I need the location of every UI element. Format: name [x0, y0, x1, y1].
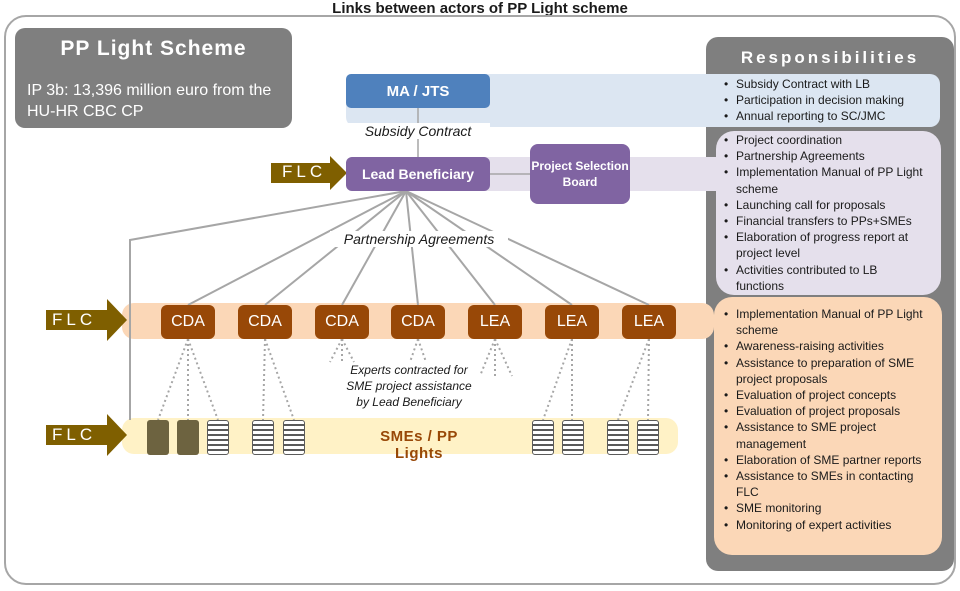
lead-beneficiary-box: Lead Beneficiary: [346, 157, 490, 191]
expert-link: [329, 338, 343, 363]
list-item: Project coordination: [716, 132, 926, 148]
partnership-line: [405, 190, 573, 306]
sme-icon: [177, 420, 199, 455]
agency-box-cda: CDA: [161, 305, 215, 339]
ma-responsibilities-list: Subsidy Contract with LB Participation i…: [716, 76, 936, 125]
list-item: Evaluation of project proposals: [716, 403, 934, 419]
expert-link: [409, 338, 419, 363]
list-item: Implementation Manual of PP Light scheme: [716, 306, 934, 338]
partnership-line: [187, 190, 407, 306]
flc-arrow-sme: [46, 414, 127, 456]
subsidy-contract-label: Subsidy Contract: [346, 123, 490, 139]
list-item: Elaboration of SME partner reports: [716, 452, 934, 468]
agency-box-lea: LEA: [622, 305, 676, 339]
smes-pp-lights-label: SMEs / PP Lights: [380, 428, 458, 462]
partnership-line: [405, 190, 419, 306]
expert-link: [494, 338, 513, 377]
agency-responsibilities-list: Implementation Manual of PP Light scheme…: [716, 306, 934, 533]
flc-label-agency: FLC: [52, 310, 97, 329]
partnership-line: [341, 190, 407, 306]
agency-sme-link: [264, 338, 295, 421]
agency-sme-link: [262, 338, 266, 421]
pp-light-scheme-box: PP Light Scheme IP 3b: 13,396 million eu…: [15, 28, 292, 128]
expert-link: [417, 338, 427, 363]
partnership-line: [264, 190, 407, 306]
partnership-line: [405, 190, 650, 306]
flc-arrow-agency: [46, 299, 127, 341]
list-item: Financial transfers to PPs+SMEs: [716, 213, 926, 229]
list-item: Monitoring of expert activities: [716, 517, 934, 533]
list-item: Annual reporting to SC/JMC: [716, 108, 936, 124]
flc-label-sme: FLC: [52, 425, 97, 444]
project-selection-board-box: Project Selection Board: [530, 144, 630, 204]
agency-box-cda: CDA: [391, 305, 445, 339]
agency-sme-link: [617, 338, 650, 421]
agency-box-lea: LEA: [545, 305, 599, 339]
list-item: Participation in decision making: [716, 92, 936, 108]
agency-sme-link: [157, 338, 189, 421]
partnership-line: [405, 190, 496, 306]
list-item: SME monitoring: [716, 500, 934, 516]
list-item: Assistance to SMEs in contacting FLC: [716, 468, 934, 500]
pp-light-icon: [532, 420, 554, 455]
partnership-agreements-label: Partnership Agreements: [330, 231, 508, 247]
pp-light-icon: [283, 420, 305, 455]
diagram-title: Links between actors of PP Light scheme: [332, 0, 628, 17]
lb-responsibilities-list: Project coordination Partnership Agreeme…: [716, 132, 926, 294]
pp-light-icon: [252, 420, 274, 455]
agency-sme-link: [647, 338, 650, 421]
agency-box-cda: CDA: [238, 305, 292, 339]
agency-sme-link: [542, 338, 573, 421]
ma-jts-box: MA / JTS: [346, 74, 490, 108]
pp-light-scheme-title: PP Light Scheme: [60, 37, 247, 60]
agency-box-cda: CDA: [315, 305, 369, 339]
list-item: Subsidy Contract with LB: [716, 76, 936, 92]
list-item: Activities contributed to LB functions: [716, 262, 926, 294]
pp-light-icon: [207, 420, 229, 455]
flc-arrow-lb: [271, 156, 347, 190]
expert-link: [479, 338, 496, 377]
list-item: Assistance to preparation of SME project…: [716, 355, 934, 387]
lb-sme-line: [129, 190, 407, 420]
pp-light-icon: [637, 420, 659, 455]
experts-note: Experts contracted for SME project assis…: [346, 363, 472, 409]
partnership-lines: [129, 190, 650, 420]
expert-link: [341, 338, 355, 363]
pp-light-icon: [562, 420, 584, 455]
list-item: Elaboration of progress report at projec…: [716, 229, 926, 261]
pp-light-scheme-description: IP 3b: 13,396 million euro from the HU-H…: [27, 82, 272, 120]
agency-box-lea: LEA: [468, 305, 522, 339]
list-item: Implementation Manual of PP Light scheme: [716, 164, 926, 196]
flc-label-lb: FLC: [282, 162, 327, 181]
outer-frame: [4, 15, 956, 585]
list-item: Evaluation of project concepts: [716, 387, 934, 403]
agency-sme-link: [187, 338, 219, 421]
pp-light-icon: [607, 420, 629, 455]
responsibilities-title: Responsibilities: [740, 48, 920, 67]
list-item: Assistance to SME project management: [716, 419, 934, 451]
list-item: Partnership Agreements: [716, 148, 926, 164]
list-item: Launching call for proposals: [716, 197, 926, 213]
agency-sme-links: [157, 338, 650, 421]
list-item: Awareness-raising activities: [716, 338, 934, 354]
sme-icon: [147, 420, 169, 455]
